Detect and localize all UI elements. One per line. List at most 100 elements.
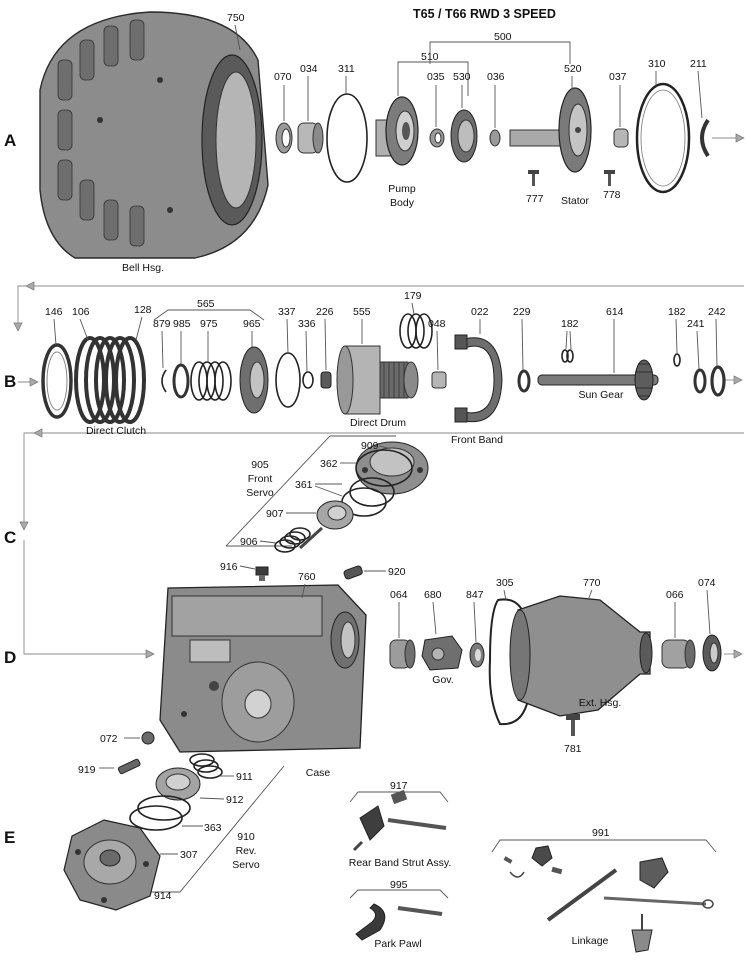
part-241-washer (693, 368, 707, 394)
rear-band-strut (352, 789, 447, 852)
label-565: 565 (197, 298, 215, 310)
sun-gear (537, 359, 659, 401)
label-direct-drum: Direct Drum (350, 417, 406, 429)
row-label-b: B (4, 372, 16, 391)
bell-housing (39, 11, 269, 259)
part-074-seal (702, 634, 722, 672)
label-914: 914 (154, 890, 172, 902)
label-520: 520 (564, 63, 582, 75)
label-229: 229 (513, 306, 531, 318)
label-direct-clutch: Direct Clutch (86, 425, 146, 437)
label-022: 022 (471, 306, 489, 318)
label-146: 146 (45, 306, 63, 318)
part-907-piston (298, 500, 354, 550)
label-770: 770 (583, 577, 601, 589)
label-066: 066 (666, 589, 684, 601)
rev-servo-cover (63, 819, 161, 911)
part-037-bushing (613, 128, 629, 148)
label-760: 760 (298, 571, 316, 583)
label-037: 037 (609, 71, 627, 83)
park-pawl (355, 903, 443, 941)
part-336-seal (302, 371, 314, 389)
label-905: 905 (251, 459, 269, 471)
bracket-991 (491, 839, 717, 853)
part-919-fitting (117, 758, 141, 775)
label-361: 361 (295, 479, 313, 491)
label-311: 311 (338, 63, 355, 75)
label-stator: Stator (561, 195, 590, 207)
label-case: Case (306, 767, 331, 779)
part-916-vent (255, 566, 269, 581)
part-048-bushing (431, 371, 447, 389)
label-847: 847 (466, 589, 484, 601)
part-920-plug (343, 565, 363, 580)
label-ext-housing: Ext. Hsg. (579, 697, 622, 709)
label-912: 912 (226, 794, 244, 806)
front-servo-cover (355, 441, 429, 495)
label-510: 510 (421, 51, 439, 63)
part-064-bushing (389, 639, 416, 669)
governor (421, 635, 463, 671)
label-linkage: Linkage (572, 935, 609, 947)
label-363: 363 (204, 822, 222, 834)
linkage-parts (503, 845, 714, 953)
label-305: 305 (496, 577, 514, 589)
label-907: 907 (266, 508, 284, 520)
bracket-500 (429, 41, 571, 64)
label-242: 242 (708, 306, 726, 318)
label-965: 965 (243, 318, 261, 330)
part-072-plug (141, 731, 155, 745)
label-310: 310 (648, 58, 666, 70)
part-311-seal (326, 93, 368, 183)
label-555: 555 (353, 306, 371, 318)
label-034: 034 (300, 63, 318, 75)
part-066-bushing (661, 639, 696, 669)
label-park-pawl: Park Pawl (374, 938, 421, 950)
label-530: 530 (453, 71, 471, 83)
part-070-bushing (275, 122, 293, 154)
label-074: 074 (698, 577, 716, 589)
label-337: 337 (278, 306, 296, 318)
label-064: 064 (390, 589, 408, 601)
label-241: 241 (687, 318, 705, 330)
label-governor: Gov. (432, 674, 453, 686)
part-182-seal-ring-b (673, 353, 681, 367)
part-182-seal-rings-a (561, 349, 574, 363)
part-530-gear (450, 109, 478, 163)
label-307: 307 (180, 849, 198, 861)
row-label-e: E (4, 828, 15, 847)
label-front-band: Front Band (451, 434, 503, 446)
part-965-piston (239, 346, 269, 414)
label-777: 777 (526, 193, 544, 205)
label-906: 906 (240, 536, 258, 548)
label-750: 750 (227, 12, 245, 24)
part-879-snap-ring (161, 369, 167, 393)
label-778: 778 (603, 189, 621, 201)
label-211: 211 (690, 58, 707, 70)
row-label-d: D (4, 648, 16, 667)
part-337-seal (275, 352, 301, 408)
label-rear-band-strut: Rear Band Strut Assy. (349, 857, 452, 869)
part-242-washer (710, 365, 726, 397)
part-035-bushing (429, 128, 445, 148)
transmission-case (159, 584, 367, 753)
label-182-a: 182 (561, 318, 579, 330)
label-072: 072 (100, 733, 118, 745)
row-label-a: A (4, 131, 16, 150)
label-179: 179 (404, 290, 422, 302)
part-211-seal (700, 118, 710, 158)
label-070: 070 (274, 71, 292, 83)
label-106: 106 (72, 306, 90, 318)
label-879: 879 (153, 318, 171, 330)
bracket-995 (349, 889, 449, 899)
part-362-seal (355, 449, 413, 487)
label-182-b: 182 (668, 306, 686, 318)
label-614: 614 (606, 306, 624, 318)
label-909: 909 (361, 440, 379, 452)
label-sun-gear: Sun Gear (579, 389, 624, 401)
label-919: 919 (78, 764, 96, 776)
extension-housing (509, 595, 653, 717)
label-rev-servo-2: Servo (232, 859, 260, 871)
label-rev-servo-1: Rev. (236, 845, 257, 857)
